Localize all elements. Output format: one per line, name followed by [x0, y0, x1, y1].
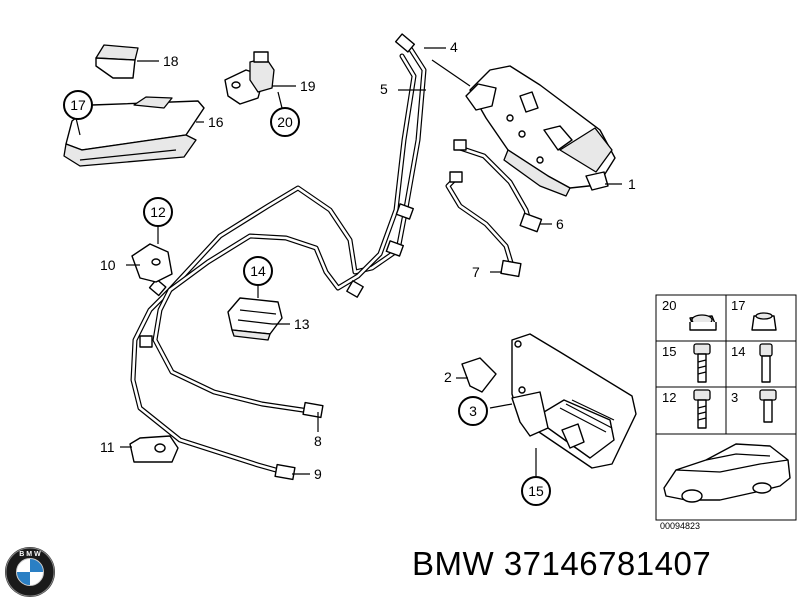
bmw-logo-icon: B M W: [5, 547, 55, 597]
callout-6: 6: [556, 216, 564, 232]
legend-label-17: 17: [731, 298, 746, 313]
nut-20-icon: [689, 314, 717, 331]
part-1-valve-block: [465, 65, 616, 197]
legend-label-3: 3: [731, 390, 739, 405]
image-reference-code: 00094823: [660, 521, 701, 531]
legend-label-20: 20: [662, 298, 677, 313]
callout-9: 9: [314, 466, 322, 482]
nut-17-icon: [751, 312, 777, 331]
callout-8: 8: [314, 433, 322, 449]
part-18-clip: [95, 44, 139, 79]
bolt-15-icon: [693, 343, 711, 383]
part-10-grommet: [131, 243, 173, 283]
callout-16: 16: [208, 114, 224, 130]
callout-18: 18: [163, 53, 179, 69]
hydraulic-lines: [130, 33, 427, 481]
callout-20: 20: [270, 107, 300, 137]
callout-13: 13: [294, 316, 310, 332]
callout-10: 10: [100, 257, 116, 273]
bolt-3-icon: [759, 389, 777, 423]
callout-17: 17: [63, 90, 93, 120]
screw-14-icon: [759, 343, 773, 383]
part-19-bracket: [224, 51, 275, 105]
legend-label-15: 15: [662, 344, 677, 359]
callout-5: 5: [380, 81, 388, 97]
part-13-holder: [227, 297, 283, 341]
callout-12: 12: [143, 197, 173, 227]
vehicle-location-icon: [655, 433, 797, 521]
callout-19: 19: [300, 78, 316, 94]
part-15-bracket: [461, 333, 637, 469]
parts-6-7-hoses: [445, 139, 543, 278]
legend-label-14: 14: [731, 344, 746, 359]
legend-label-12: 12: [662, 390, 677, 405]
fastener-legend-grid: [655, 294, 797, 435]
svg-text:B M W: B M W: [19, 551, 41, 558]
part-11-grommet: [129, 435, 179, 463]
part-number-caption: BMW 37146781407: [412, 545, 712, 582]
callout-1: 1: [628, 176, 636, 192]
callout-14: 14: [243, 256, 273, 286]
callout-2: 2: [444, 369, 452, 385]
callout-4: 4: [450, 39, 458, 55]
part-16-control-unit: [63, 96, 205, 167]
bolt-12-icon: [693, 389, 711, 429]
callout-3: 3: [458, 396, 488, 426]
callout-7: 7: [472, 264, 480, 280]
callout-11: 11: [100, 439, 115, 455]
callout-15: 15: [521, 476, 551, 506]
